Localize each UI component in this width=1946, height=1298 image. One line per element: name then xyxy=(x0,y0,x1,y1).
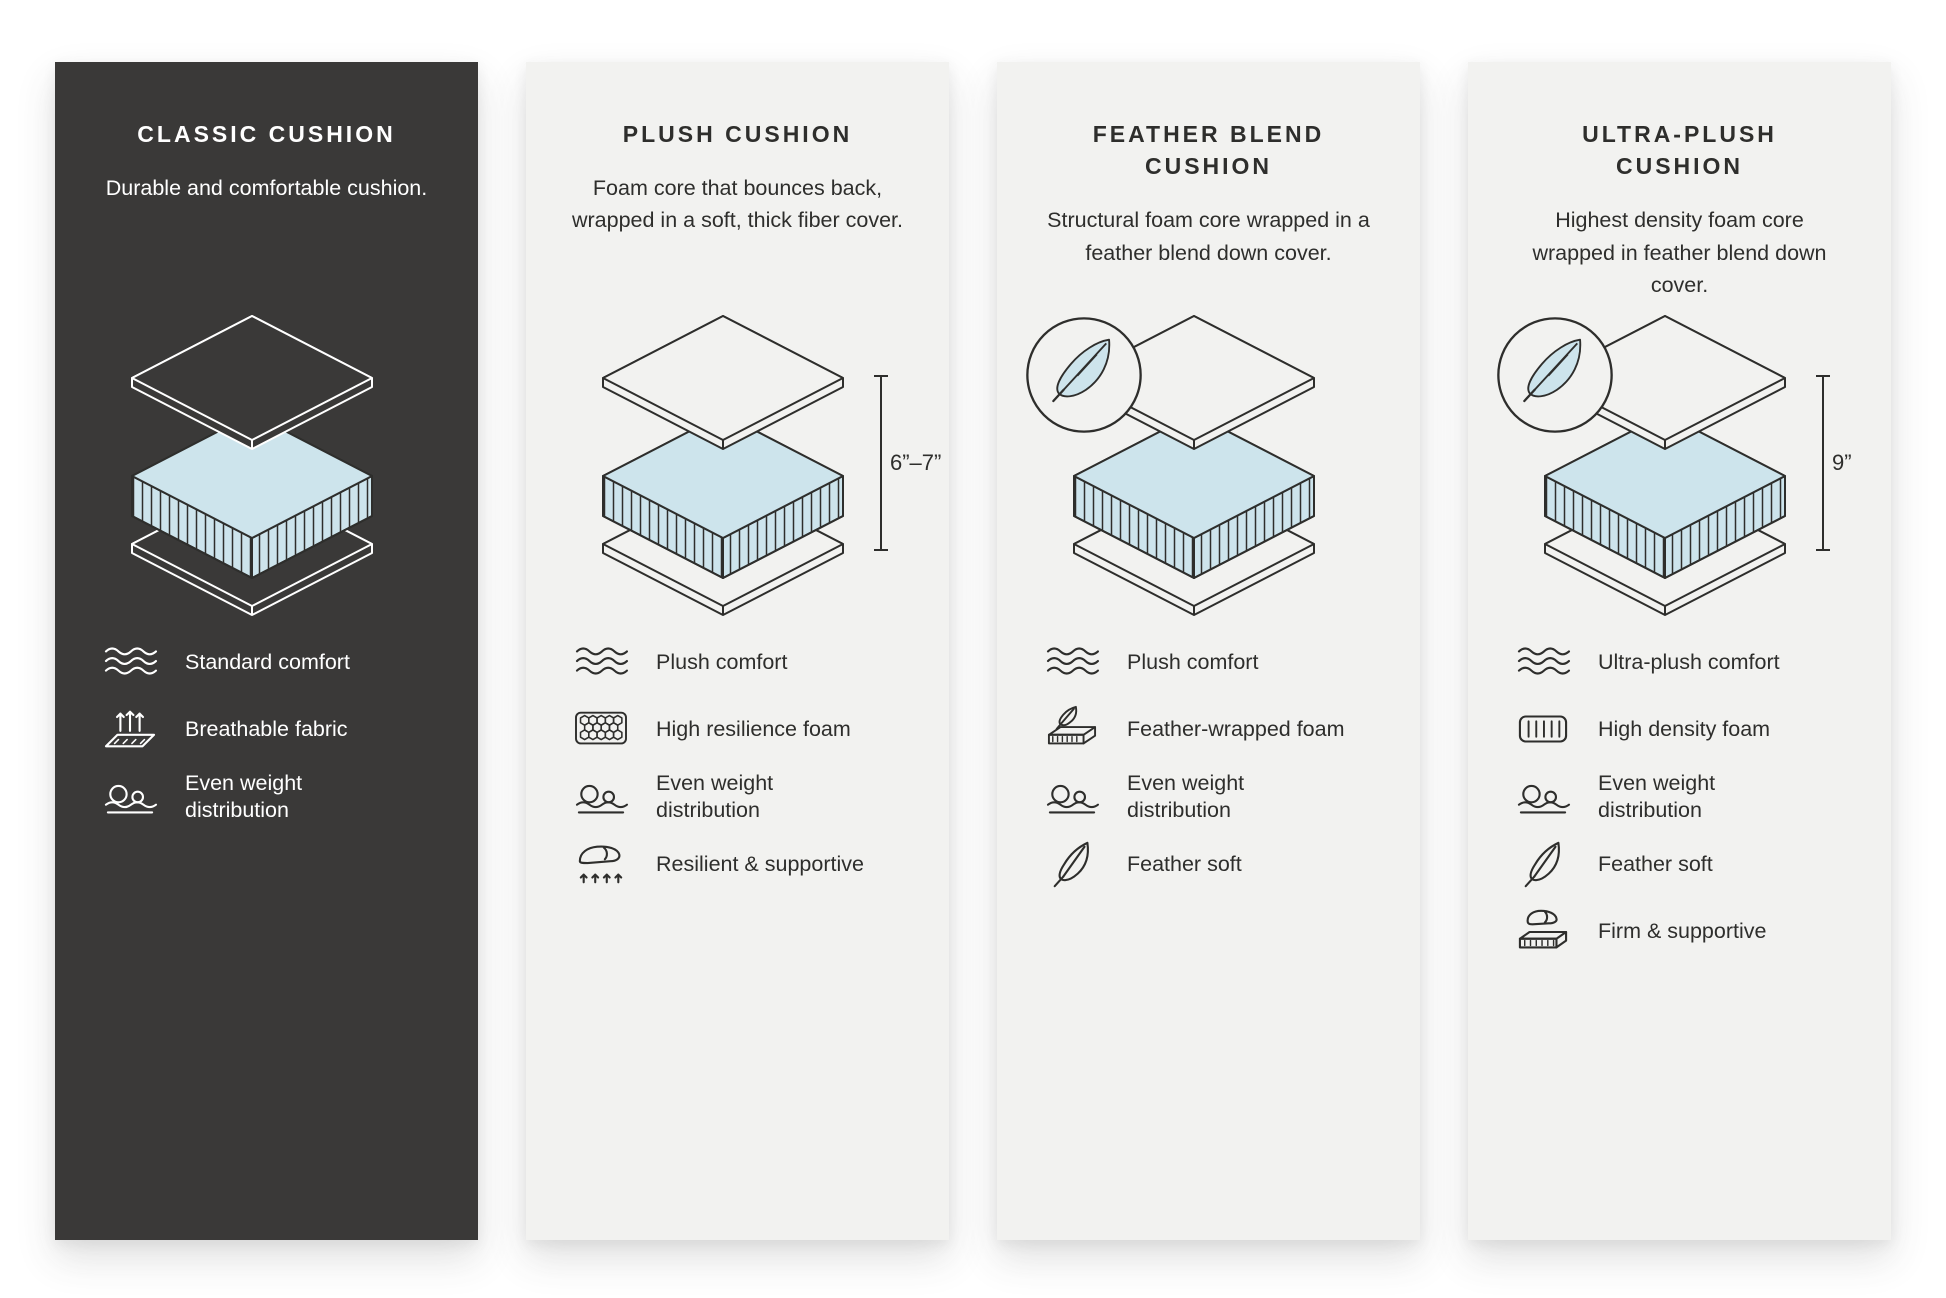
feature-label: Feather-wrapped foam xyxy=(1127,716,1345,741)
cushion-diagram: 6”–7” xyxy=(526,310,949,628)
dimension-label: 6”–7” xyxy=(890,450,941,475)
feather-badge xyxy=(1496,317,1613,433)
panel-header: PLUSH CUSHION Foam core that bounces bac… xyxy=(526,118,949,310)
feature-label: Even weight distribution xyxy=(185,771,303,822)
feature-row: Plush comfort xyxy=(572,636,929,688)
panel-title: FEATHER BLEND CUSHION xyxy=(1092,121,1325,180)
cushion-diagram: 9” xyxy=(1468,310,1891,628)
feature-label: Plush comfort xyxy=(656,649,788,674)
feature-label: High density foam xyxy=(1598,716,1771,741)
dimension-label: 9” xyxy=(1832,450,1852,475)
cushion-layers-illustration: 6”–7” xyxy=(601,315,941,616)
feature-row: Feather soft xyxy=(1043,839,1400,891)
panel-description: Foam core that bounces back, wrapped in … xyxy=(571,176,904,233)
feature-label: Feather soft xyxy=(1598,852,1713,877)
cushion-diagram xyxy=(55,310,478,628)
panel-feather-blend-cushion: FEATHER BLEND CUSHION Structural foam co… xyxy=(997,62,1420,1240)
panel-description: Structural foam core wrapped in a feathe… xyxy=(1047,208,1370,265)
feather-badge xyxy=(1025,317,1142,433)
dimension-indicator xyxy=(873,375,888,551)
even-weight-icon xyxy=(572,772,630,822)
panel-classic-cushion: CLASSIC CUSHION Durable and comfortable … xyxy=(55,62,478,1240)
wave-icon xyxy=(1514,637,1572,687)
wave-icon xyxy=(1043,637,1101,687)
feature-list: Ultra-plush comfort High density foam Ev… xyxy=(1468,636,1891,958)
panel-header: FEATHER BLEND CUSHION Structural foam co… xyxy=(997,118,1420,310)
wave-icon xyxy=(101,637,159,687)
feature-label: Plush comfort xyxy=(1127,649,1259,674)
hand-press-icon xyxy=(572,840,630,890)
feature-row: Firm & supportive xyxy=(1514,906,1871,958)
feature-label: Resilient & supportive xyxy=(656,852,864,877)
even-weight-icon xyxy=(1043,772,1101,822)
cushion-layers-illustration xyxy=(130,315,373,616)
cushion-layers-illustration xyxy=(1025,315,1315,616)
feature-list: Plush comfort Feather-wrapped foam Even … xyxy=(997,636,1420,891)
feature-label: Even weight distribution xyxy=(1598,771,1716,822)
panel-title: ULTRA-PLUSH CUSHION xyxy=(1582,121,1777,180)
feature-list: Plush comfort High resilience foam Even … xyxy=(526,636,949,891)
feature-row: High resilience foam xyxy=(572,703,929,755)
panel-title: CLASSIC CUSHION xyxy=(137,121,396,147)
feature-label: Even weight distribution xyxy=(1127,771,1245,822)
feather-icon xyxy=(1514,840,1572,890)
panel-ultra-plush-cushion: ULTRA-PLUSH CUSHION Highest density foam… xyxy=(1468,62,1891,1240)
feature-list: Standard comfort Breathable fabric Even … xyxy=(55,636,478,824)
density-foam-icon xyxy=(1514,704,1572,754)
feature-label: Breathable fabric xyxy=(185,716,348,741)
honeycomb-foam-icon xyxy=(572,704,630,754)
feature-row: Even weight distribution xyxy=(1514,770,1871,824)
even-weight-icon xyxy=(101,772,159,822)
feature-row: Standard comfort xyxy=(101,636,458,688)
panel-description: Durable and comfortable cushion. xyxy=(105,176,428,201)
feature-row: Plush comfort xyxy=(1043,636,1400,688)
feature-row: Even weight distribution xyxy=(572,770,929,824)
panel-description: Highest density foam core wrapped in fea… xyxy=(1532,208,1827,297)
feature-label: High resilience foam xyxy=(656,716,851,741)
feature-row: Even weight distribution xyxy=(1043,770,1400,824)
feature-label: Standard comfort xyxy=(185,649,350,674)
panel-plush-cushion: PLUSH CUSHION Foam core that bounces bac… xyxy=(526,62,949,1240)
cushion-layers-illustration: 9” xyxy=(1496,315,1852,616)
feature-row: Feather soft xyxy=(1514,839,1871,891)
feather-icon xyxy=(1043,840,1101,890)
feature-label: Firm & supportive xyxy=(1598,919,1767,944)
dimension-indicator xyxy=(1815,375,1830,551)
wave-icon xyxy=(572,637,630,687)
feature-label: Ultra-plush comfort xyxy=(1598,649,1780,674)
panel-title: PLUSH CUSHION xyxy=(622,121,853,147)
panel-header: ULTRA-PLUSH CUSHION Highest density foam… xyxy=(1468,118,1891,310)
cushion-diagram xyxy=(997,310,1420,628)
feature-row: Resilient & supportive xyxy=(572,839,929,891)
firm-support-icon xyxy=(1514,907,1572,957)
feature-row: Breathable fabric xyxy=(101,703,458,755)
feature-label: Even weight distribution xyxy=(656,771,774,822)
even-weight-icon xyxy=(1514,772,1572,822)
feature-row: Ultra-plush comfort xyxy=(1514,636,1871,688)
feature-row: Feather-wrapped foam xyxy=(1043,703,1400,755)
feature-row: Even weight distribution xyxy=(101,770,458,824)
breathable-fabric-icon xyxy=(101,704,159,754)
panel-header: CLASSIC CUSHION Durable and comfortable … xyxy=(55,118,478,310)
feather-foam-icon xyxy=(1043,704,1101,754)
feature-label: Feather soft xyxy=(1127,852,1242,877)
feature-row: High density foam xyxy=(1514,703,1871,755)
